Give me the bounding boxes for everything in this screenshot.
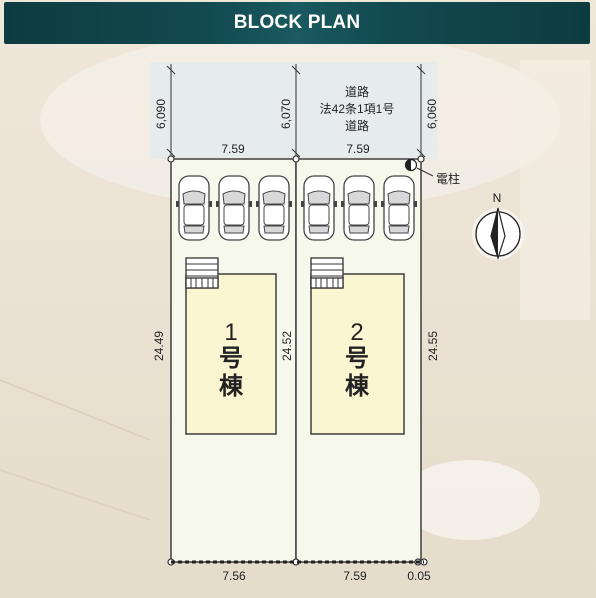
- utility-pole-icon: [404, 158, 418, 172]
- house-2-line2: 号: [345, 345, 369, 372]
- house-1-number: 1: [224, 319, 237, 346]
- depth-middle: 24.52: [280, 331, 294, 361]
- compass-label: N: [493, 191, 502, 205]
- house-2-line3: 棟: [345, 373, 370, 400]
- house-1: [185, 273, 277, 435]
- road-area: [150, 62, 437, 159]
- utility-pole-label: 電柱: [436, 171, 460, 186]
- house-2-number: 2: [350, 319, 363, 346]
- road-width-middle: 6,070: [279, 99, 293, 129]
- rear-width-lot2: 7.59: [343, 569, 367, 583]
- depth-left: 24.49: [152, 331, 166, 361]
- road-label-line1: 道路: [345, 84, 369, 99]
- entrance-stairs-1: [185, 257, 219, 289]
- house-1-line2: 号: [219, 345, 243, 372]
- entrance-stairs-2: [310, 257, 344, 289]
- depth-right: 24.55: [426, 331, 440, 361]
- page-title: BLOCK PLAN: [233, 12, 361, 33]
- road-width-right: 6,060: [425, 99, 439, 129]
- house-1-line3: 棟: [219, 373, 244, 400]
- rear-width-lot1: 7.56: [222, 569, 246, 583]
- road-width-left: 6,090: [154, 99, 168, 129]
- frontage-lot1: 7.59: [221, 142, 245, 156]
- north-compass-icon: N: [472, 191, 524, 260]
- frontage-lot2: 7.59: [346, 142, 370, 156]
- road-label-line3: 道路: [345, 118, 369, 133]
- house-2: [310, 273, 405, 435]
- road-label-line2: 法42条1項1号: [320, 102, 395, 116]
- header-banner: BLOCK PLAN: [4, 2, 590, 44]
- rear-width-gap: 0.05: [407, 569, 431, 583]
